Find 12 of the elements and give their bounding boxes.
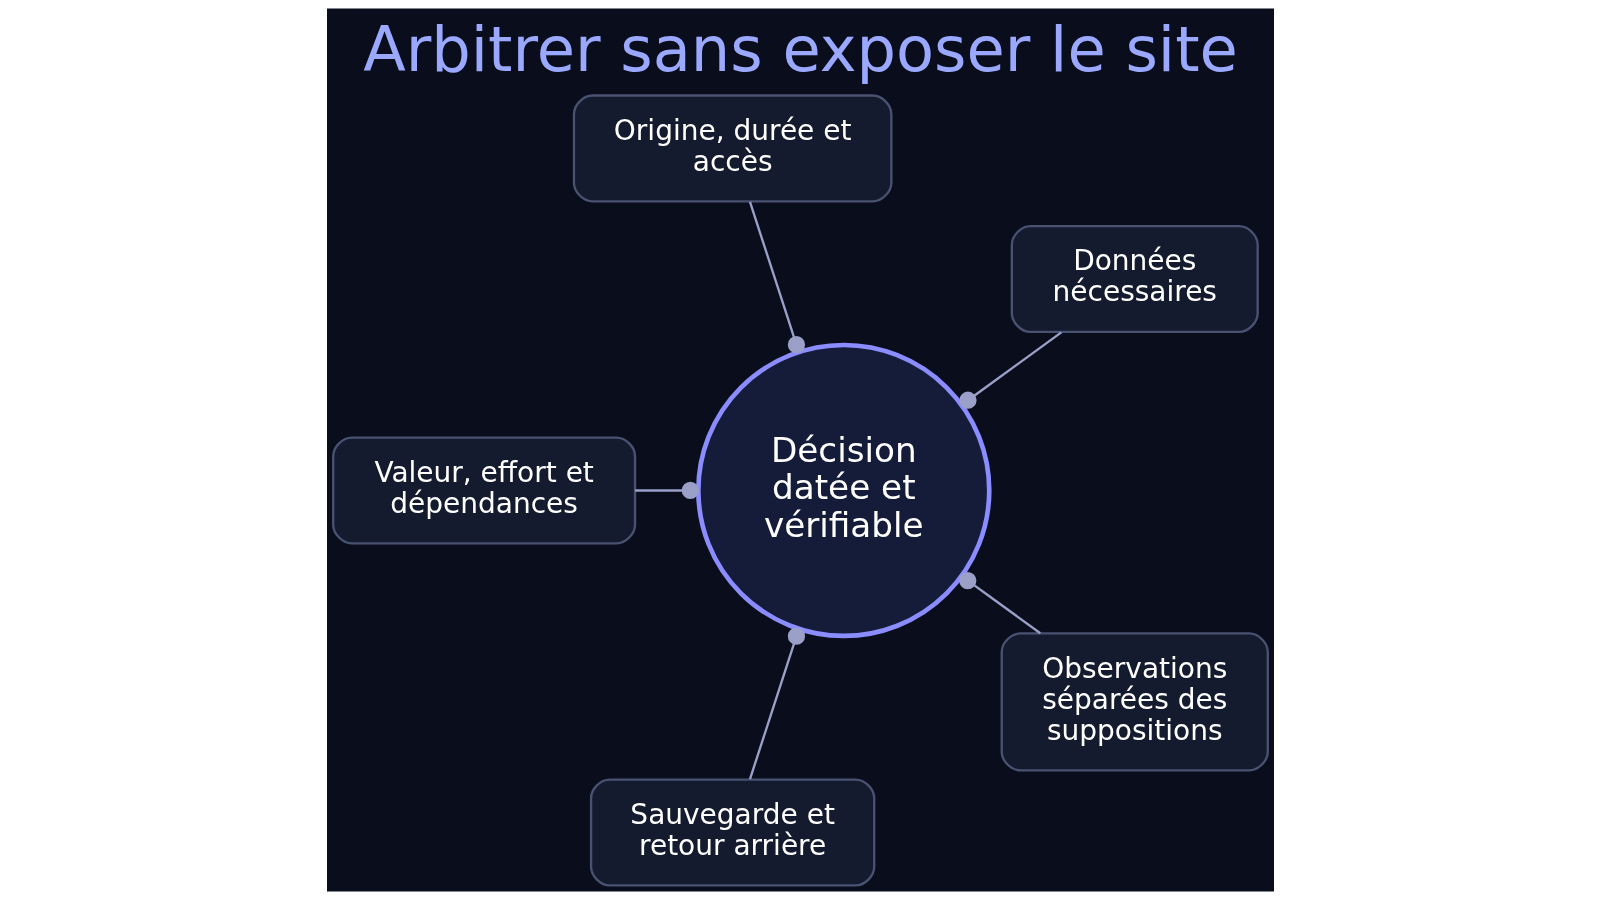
connector — [958, 571, 1041, 635]
node-box: Valeur, effort et dépendances — [331, 436, 636, 545]
connector — [748, 627, 805, 780]
connector — [958, 331, 1062, 409]
connector — [634, 481, 699, 500]
node-circle: Décision datée et vérifiable — [695, 342, 992, 639]
diagram-title: Arbitrer sans exposer le site — [362, 12, 1238, 86]
connector — [748, 201, 805, 354]
node-box: Observations séparées des suppositions — [1000, 632, 1269, 772]
node-box: Sauvegarde et retour arrière — [589, 778, 875, 887]
node-box: Données nécessaires — [1010, 225, 1259, 334]
node-box: Origine, durée et accès — [572, 94, 892, 203]
